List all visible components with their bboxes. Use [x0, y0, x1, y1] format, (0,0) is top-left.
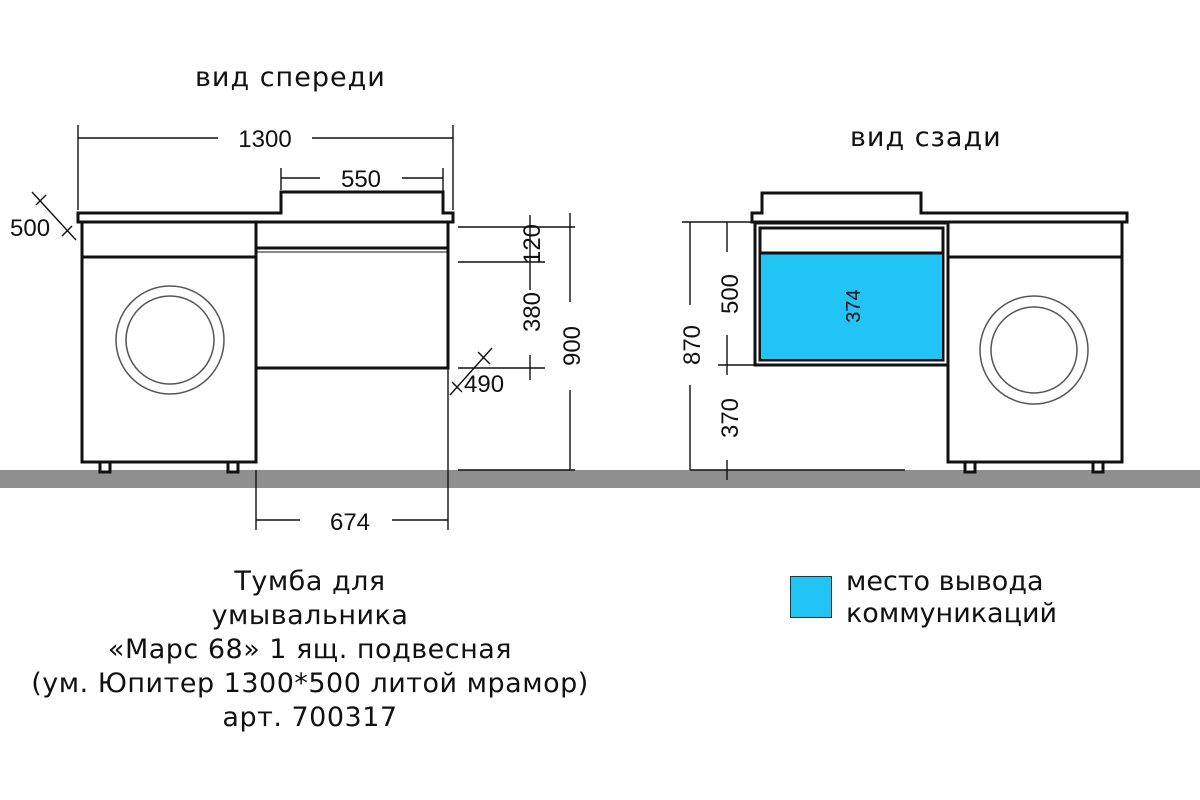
dim-380: 380 [519, 292, 546, 332]
drawer-cabinet [254, 220, 450, 370]
legend: место вывода коммуникаций [790, 566, 1057, 630]
washer-cabinet [80, 220, 258, 464]
dim-370: 370 [717, 398, 744, 438]
countertop [76, 190, 455, 224]
dim-550: 550 [341, 166, 381, 193]
caption-line: «Марс 68» 1 ящ. подвесная [107, 634, 513, 665]
dim-870: 870 [679, 325, 706, 365]
legend-swatch [790, 576, 832, 618]
dim-900: 900 [559, 326, 586, 366]
back-view-title: вид сзади [850, 122, 1002, 153]
communications-zone [761, 254, 942, 359]
caption-line: арт. 700317 [222, 702, 398, 733]
legend-label: коммуникаций [846, 598, 1058, 629]
dim-374: 374 [843, 289, 865, 322]
washer-drum [979, 295, 1089, 405]
product-caption: Тумба для умывальника «Марс 68» 1 ящ. по… [0, 565, 620, 735]
dim-674: 674 [330, 509, 370, 536]
dim-500: 500 [10, 215, 50, 242]
front-view-title: вид спереди [195, 62, 386, 93]
front-view: 1300 550 500 120 380 900 490 674 [10, 125, 586, 536]
dim-490: 490 [464, 371, 504, 398]
dim-120: 120 [519, 224, 546, 264]
caption-line: (ум. Юпитер 1300*500 литой мрамор) [31, 668, 589, 699]
dim-500-back: 500 [717, 274, 744, 314]
caption-line: умывальника [211, 600, 409, 631]
back-view: 374 870 500 370 [679, 191, 1129, 480]
washer-cabinet [946, 220, 1124, 464]
countertop [750, 191, 1129, 224]
legend-label: место вывода [846, 566, 1044, 597]
caption-line: Тумба для [234, 566, 386, 597]
floor [0, 470, 1200, 488]
washer-drum [115, 285, 225, 395]
dim-1300: 1300 [238, 126, 291, 153]
